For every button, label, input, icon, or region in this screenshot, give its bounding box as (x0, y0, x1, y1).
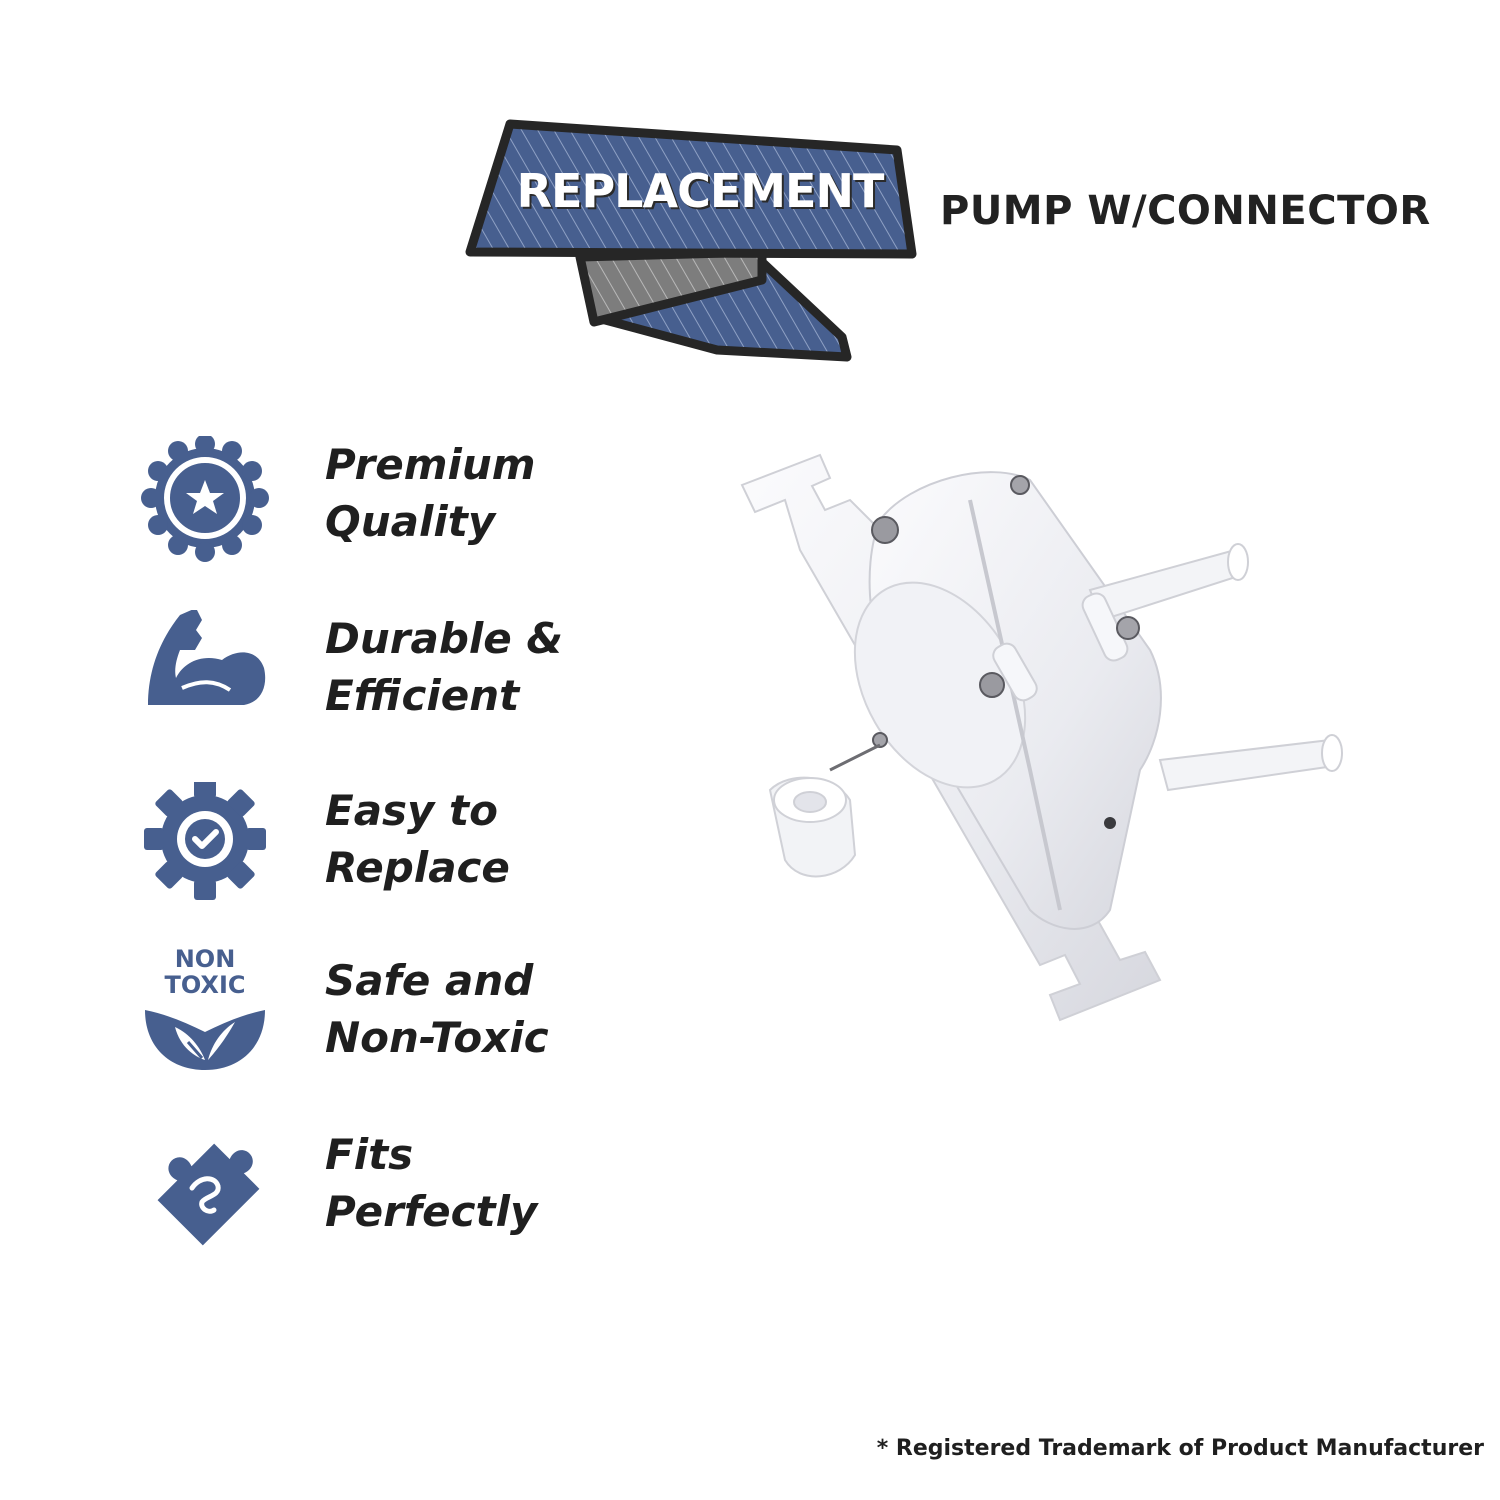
puzzle-icon (140, 1126, 270, 1256)
icon-text-non: NON (174, 945, 236, 973)
feature-label: Easy to Replace (325, 786, 510, 892)
product-image (730, 440, 1370, 1030)
title-banner: REPLACEMENT (462, 112, 924, 374)
feature-easy-to-replace: Easy to Replace (140, 778, 600, 912)
product-subtitle: PUMP W/CONNECTOR (940, 188, 1431, 234)
ribbon-shape (465, 119, 917, 362)
feature-label: Durable & Efficient (325, 614, 564, 720)
feature-label: Safe and Non-Toxic (325, 956, 549, 1062)
feature-durable-efficient: Durable & Efficient (140, 608, 600, 740)
badge-star-icon (140, 434, 270, 566)
feature-premium-quality: Premium Quality (140, 434, 600, 566)
feature-label: Premium Quality (325, 440, 536, 546)
trademark-footnote: * Registered Trademark of Product Manufa… (876, 1436, 1484, 1461)
flexed-arm-icon (140, 608, 270, 740)
feature-label: Fits Perfectly (325, 1130, 538, 1236)
non-toxic-leaf-icon: NON TOXIC (140, 946, 270, 1082)
feature-fits-perfectly: Fits Perfectly (140, 1126, 600, 1256)
banner-label: REPLACEMENT (516, 164, 885, 218)
gear-check-icon (140, 778, 270, 912)
icon-text-toxic: TOXIC (164, 971, 246, 999)
feature-safe-non-toxic: NON TOXIC Safe and Non-Toxic (140, 946, 600, 1082)
